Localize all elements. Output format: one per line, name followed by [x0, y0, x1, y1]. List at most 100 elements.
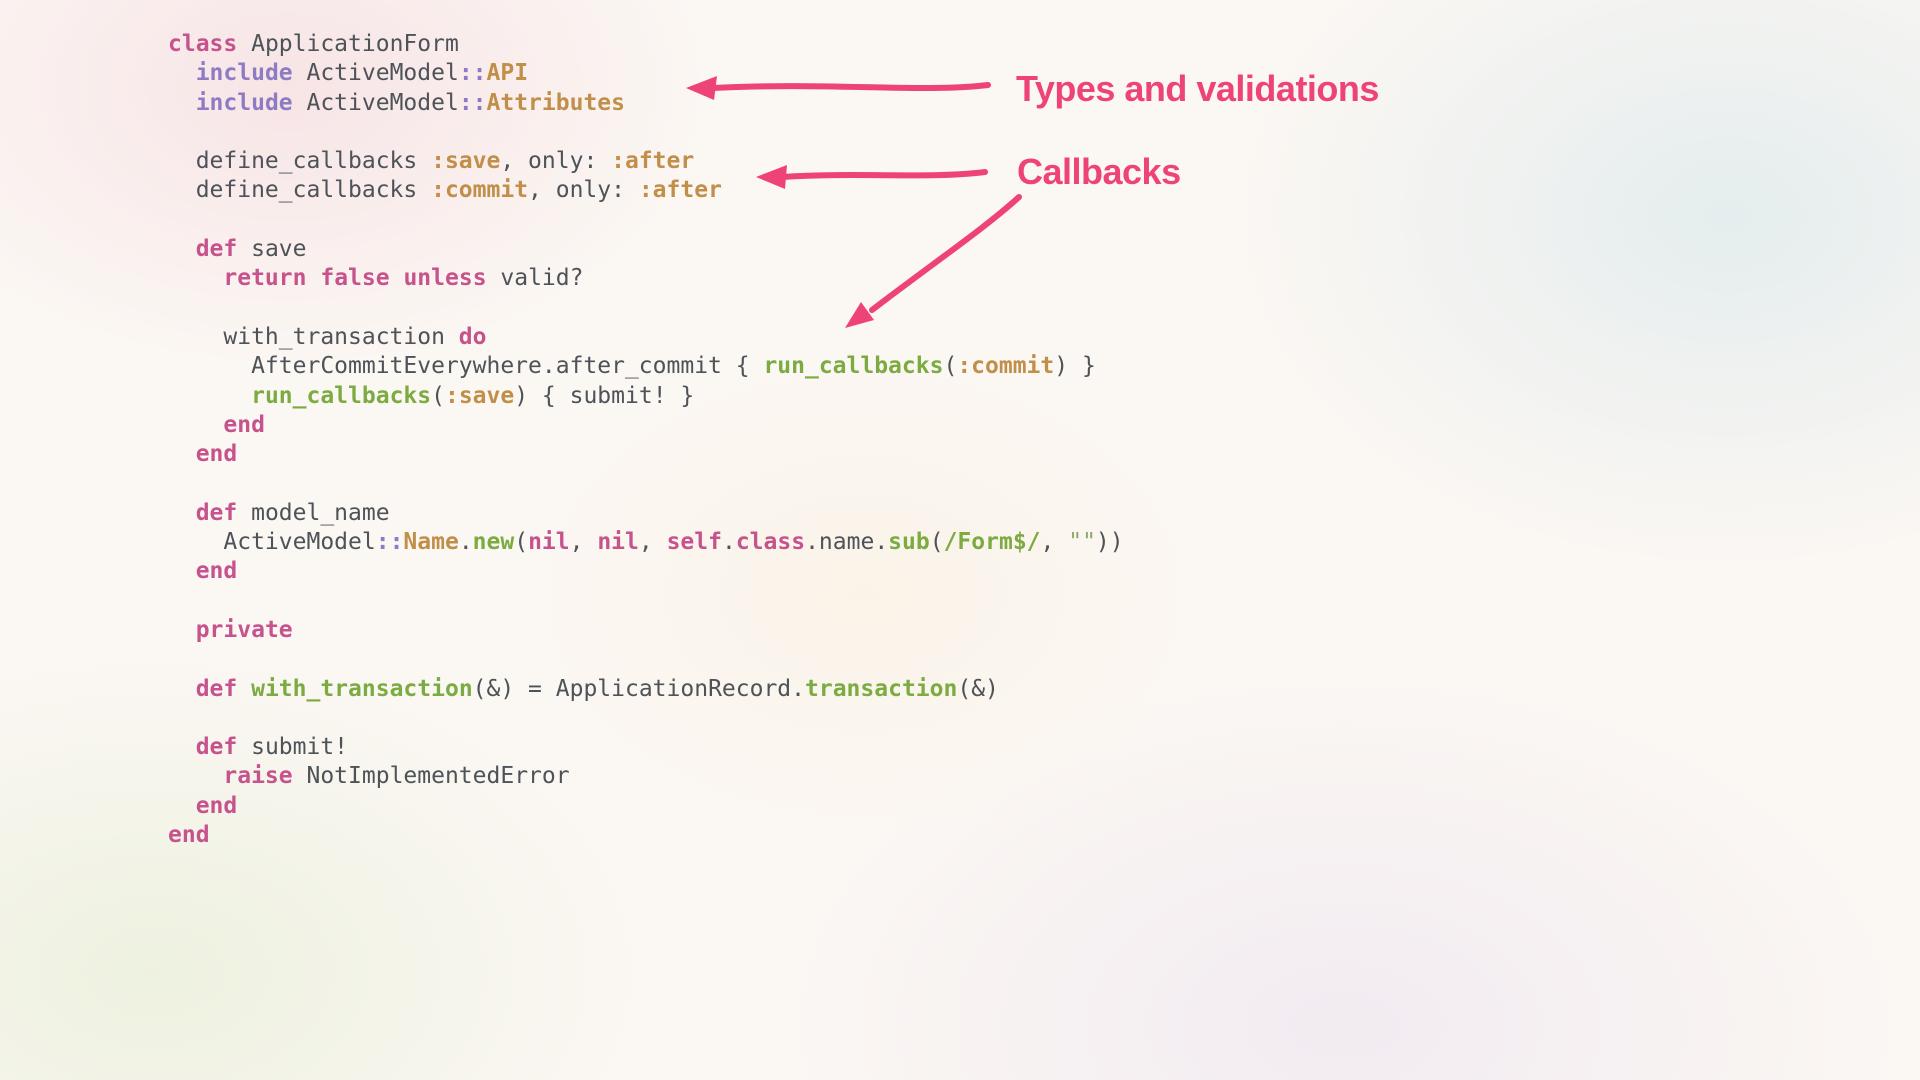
code-token: )) [1095, 529, 1124, 556]
code-line [168, 206, 1124, 235]
code-token [168, 265, 223, 291]
code-token: valid? [486, 265, 584, 292]
code-token: :save [444, 382, 515, 409]
code-token [168, 383, 251, 409]
code-line: def submit! [168, 733, 1124, 762]
code-token: ( [514, 529, 529, 556]
code-token: raise [223, 763, 293, 790]
code-token: end [195, 558, 238, 585]
code-line [168, 118, 1124, 147]
code-token: new [472, 529, 515, 556]
code-token: nil [528, 529, 570, 556]
code-token: transaction [805, 675, 958, 702]
code-token: unless [403, 265, 487, 292]
code-token: . [458, 529, 473, 556]
code-token: :: [458, 89, 487, 116]
code-token: sub [888, 529, 930, 556]
code-token: end [168, 822, 210, 849]
code-token: ActiveModel [292, 60, 459, 87]
code-token: class [735, 529, 806, 556]
code-token: :commit [957, 353, 1055, 380]
code-token: :save [431, 148, 501, 175]
code-token: :commit [431, 177, 529, 204]
code-token [168, 441, 196, 467]
code-token: ) } [1054, 353, 1096, 380]
code-token: Name [403, 529, 459, 556]
code-token: false [320, 265, 390, 292]
code-line: run_callbacks(:save) { submit! } [168, 382, 1124, 411]
code-token [168, 412, 223, 438]
code-token: API [486, 60, 529, 87]
code-token [168, 676, 196, 702]
code-token: private [195, 616, 293, 643]
code-token: ActiveModel [292, 89, 459, 116]
code-token: , [1040, 529, 1069, 556]
code-token: (&) = ApplicationRecord. [472, 675, 806, 702]
code-line: ActiveModel::Name.new(nil, nil, self.cla… [168, 528, 1124, 557]
code-token: end [195, 441, 238, 468]
code-line [168, 469, 1124, 498]
code-token: define_callbacks [168, 177, 432, 204]
code-token: with_transaction [251, 675, 473, 702]
code-token: , only: [528, 177, 639, 204]
code-token: AfterCommitEverywhere.after_commit { [168, 353, 764, 380]
code-token: with_transaction [168, 323, 459, 350]
code-line: include ActiveModel::Attributes [168, 89, 1124, 118]
code-token [168, 90, 196, 116]
code-token: ) { submit! } [514, 382, 695, 409]
code-token: Attributes [486, 89, 625, 116]
code-line: end [168, 411, 1124, 440]
code-line: def with_transaction(&) = ApplicationRec… [168, 675, 1124, 704]
code-line: include ActiveModel::API [168, 59, 1124, 88]
code-token: ( [929, 529, 944, 556]
code-line [168, 704, 1124, 733]
code-token: .name. [805, 529, 889, 556]
code-token: :: [375, 529, 404, 556]
code-line: def model_name [168, 499, 1124, 528]
code-token: ActiveModel [168, 529, 376, 556]
code-token: , only: [500, 148, 612, 175]
code-token [390, 265, 404, 291]
code-token [168, 558, 196, 584]
code-token: :after [638, 177, 722, 204]
code-line: with_transaction do [168, 323, 1124, 352]
code-token: :after [611, 148, 695, 175]
code-line: class ApplicationForm [168, 30, 1124, 59]
code-token [306, 265, 320, 291]
code-token: ApplicationForm [237, 31, 459, 57]
code-token: include [195, 60, 293, 87]
code-line: end [168, 821, 1124, 850]
code-token: . [721, 529, 736, 556]
code-token: class [168, 31, 238, 57]
code-token: save [237, 236, 307, 263]
annotation-callbacks: Callbacks [1017, 151, 1181, 192]
code-token [168, 734, 196, 760]
code-token: def [195, 675, 238, 702]
code-token: (&) [957, 675, 999, 702]
code-token [168, 60, 196, 86]
code-token: define_callbacks [168, 148, 432, 175]
code-token [168, 236, 196, 262]
code-token: do [458, 323, 487, 350]
code-token [168, 763, 223, 789]
code-block: class ApplicationForm include ActiveMode… [168, 30, 1124, 850]
code-token: ( [431, 382, 445, 409]
code-line: AfterCommitEverywhere.after_commit { run… [168, 352, 1124, 381]
code-line: end [168, 440, 1124, 469]
code-line: private [168, 616, 1124, 645]
code-token: include [195, 89, 293, 116]
code-token [237, 676, 251, 702]
code-token: run_callbacks [763, 353, 944, 380]
code-line [168, 294, 1124, 323]
code-token: end [195, 792, 238, 819]
code-line: return false unless valid? [168, 264, 1124, 293]
code-token: NotImplementedError [292, 763, 570, 790]
annotation-types-and-validations: Types and validations [1016, 68, 1379, 109]
code-line: define_callbacks :save, only: :after [168, 147, 1124, 176]
code-line [168, 645, 1124, 674]
code-token [168, 617, 196, 643]
code-line: end [168, 557, 1124, 586]
code-token: return [223, 265, 307, 292]
code-token: nil [597, 529, 639, 556]
